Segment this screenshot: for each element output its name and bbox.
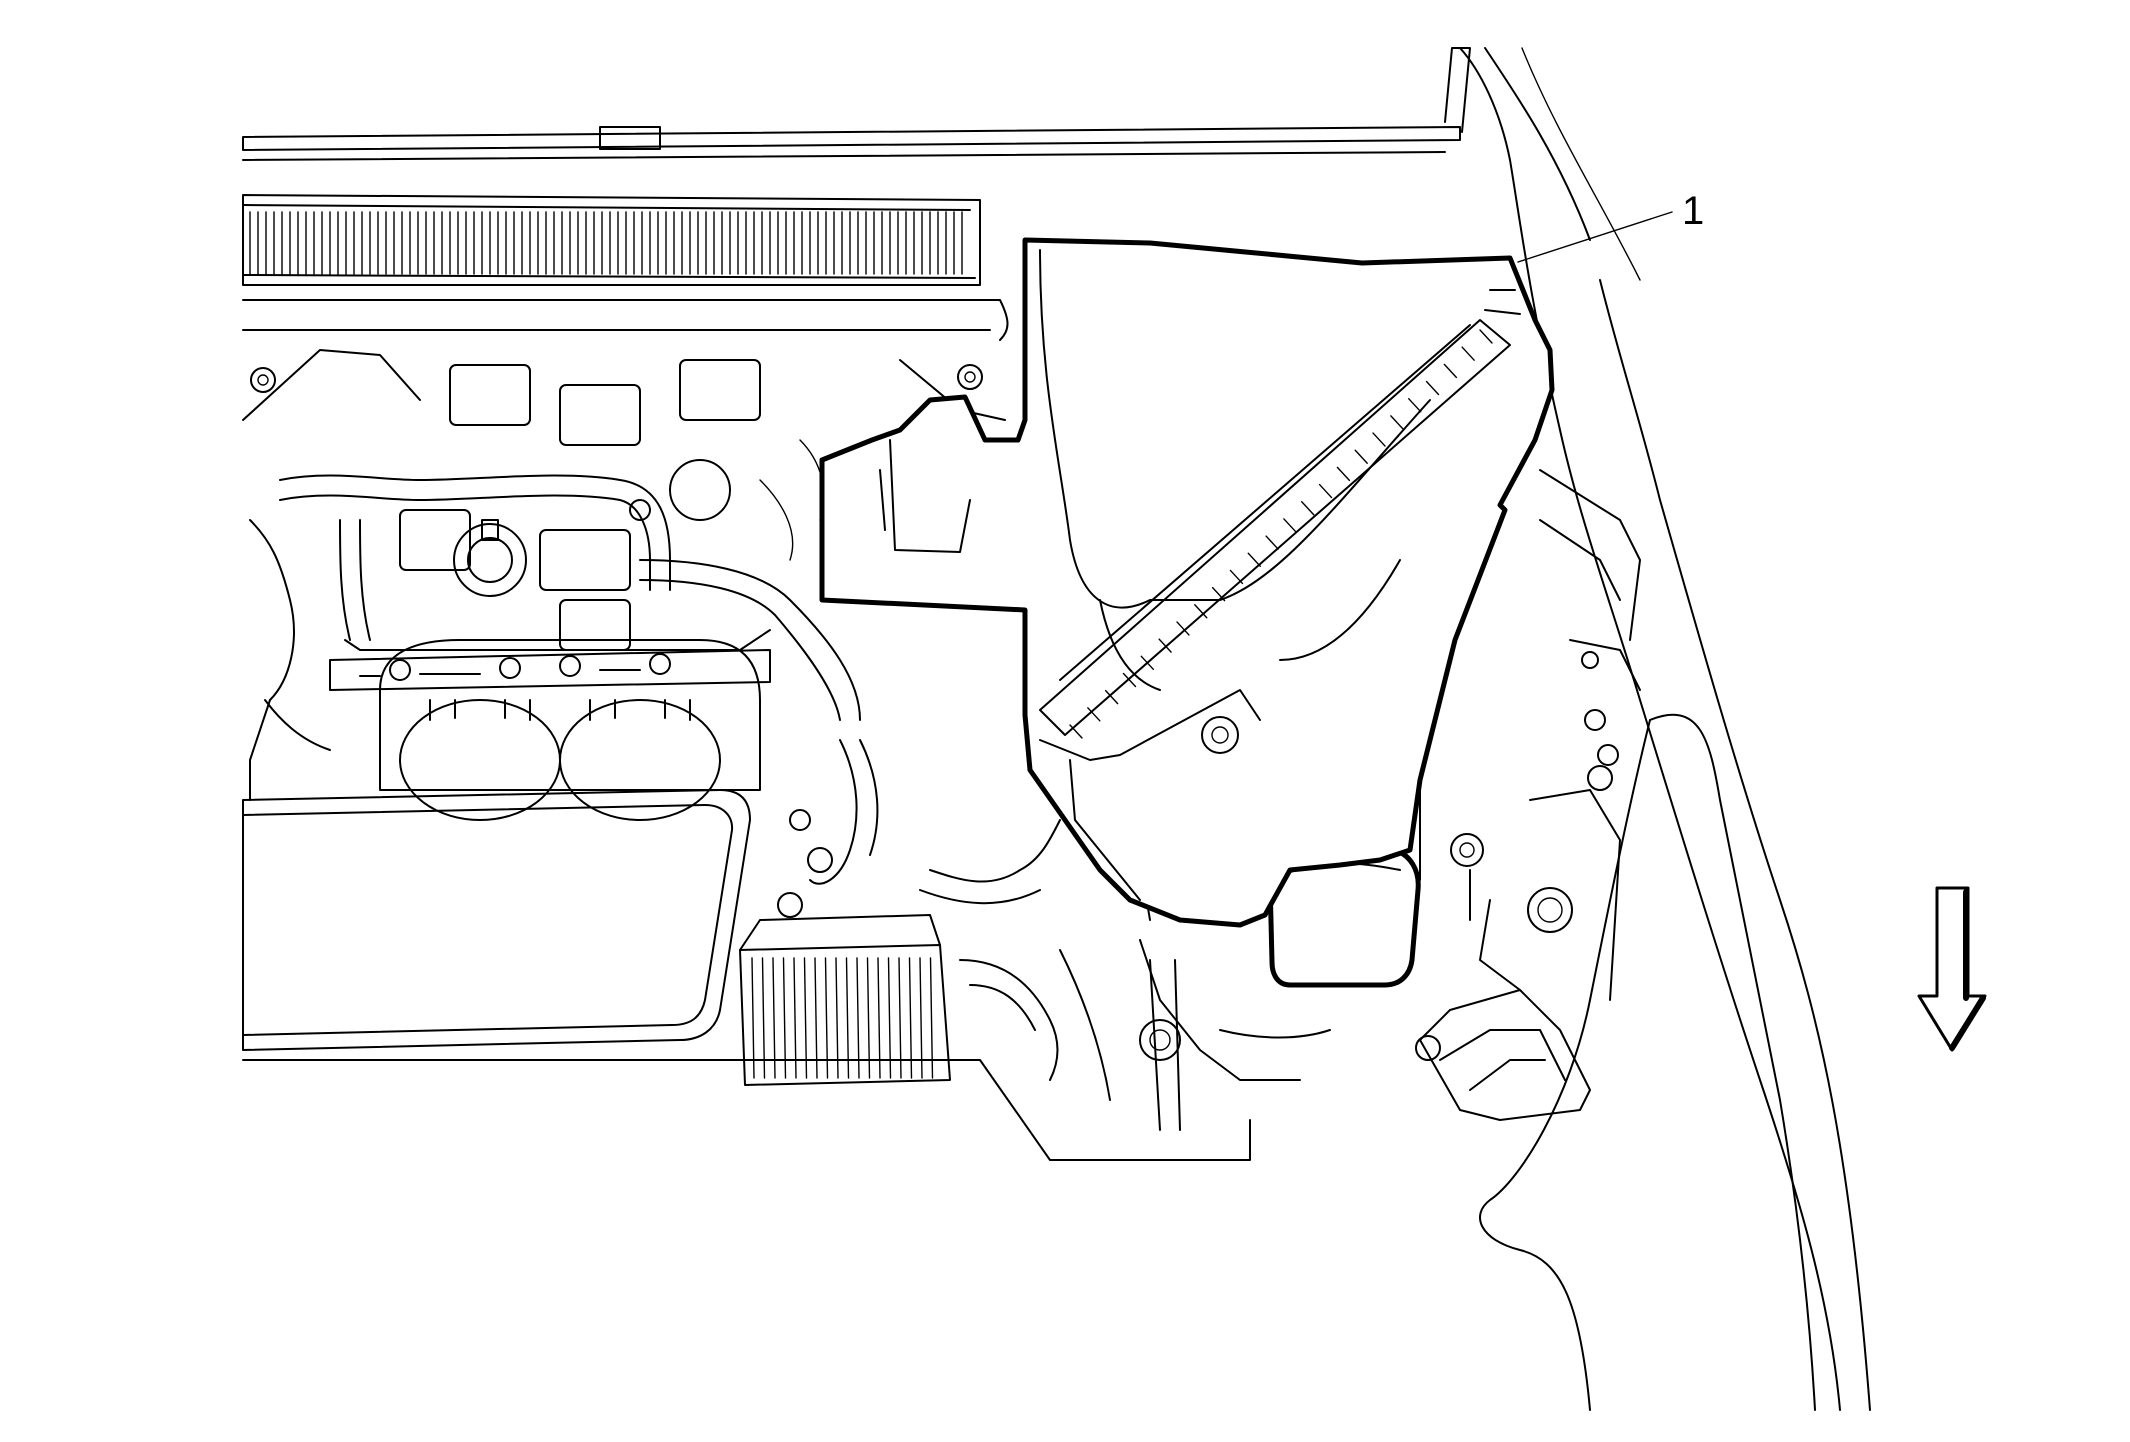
fuel-rail bbox=[329, 649, 771, 691]
hoses-and-harness bbox=[249, 439, 1061, 1081]
battery-ribs bbox=[751, 957, 934, 1079]
hood-edge-lines bbox=[242, 47, 1641, 431]
ignition-coils bbox=[399, 359, 761, 651]
cover-clips bbox=[1069, 329, 1493, 739]
down-arrow-icon bbox=[1917, 886, 1987, 1052]
lower-panel-boundary bbox=[242, 1059, 1251, 1161]
engine-cover bbox=[242, 789, 751, 1051]
latch-bracket bbox=[1415, 789, 1621, 1121]
callout-1: 1 bbox=[1517, 189, 1704, 263]
cowl-grille bbox=[242, 194, 1009, 341]
air-cleaner-assembly bbox=[819, 237, 1555, 928]
callout-label-1: 1 bbox=[1682, 189, 1704, 233]
grille-ribs bbox=[249, 211, 963, 275]
battery-module bbox=[739, 809, 951, 1086]
radiator-support bbox=[1059, 833, 1484, 1131]
right-fender bbox=[1479, 279, 1871, 1411]
